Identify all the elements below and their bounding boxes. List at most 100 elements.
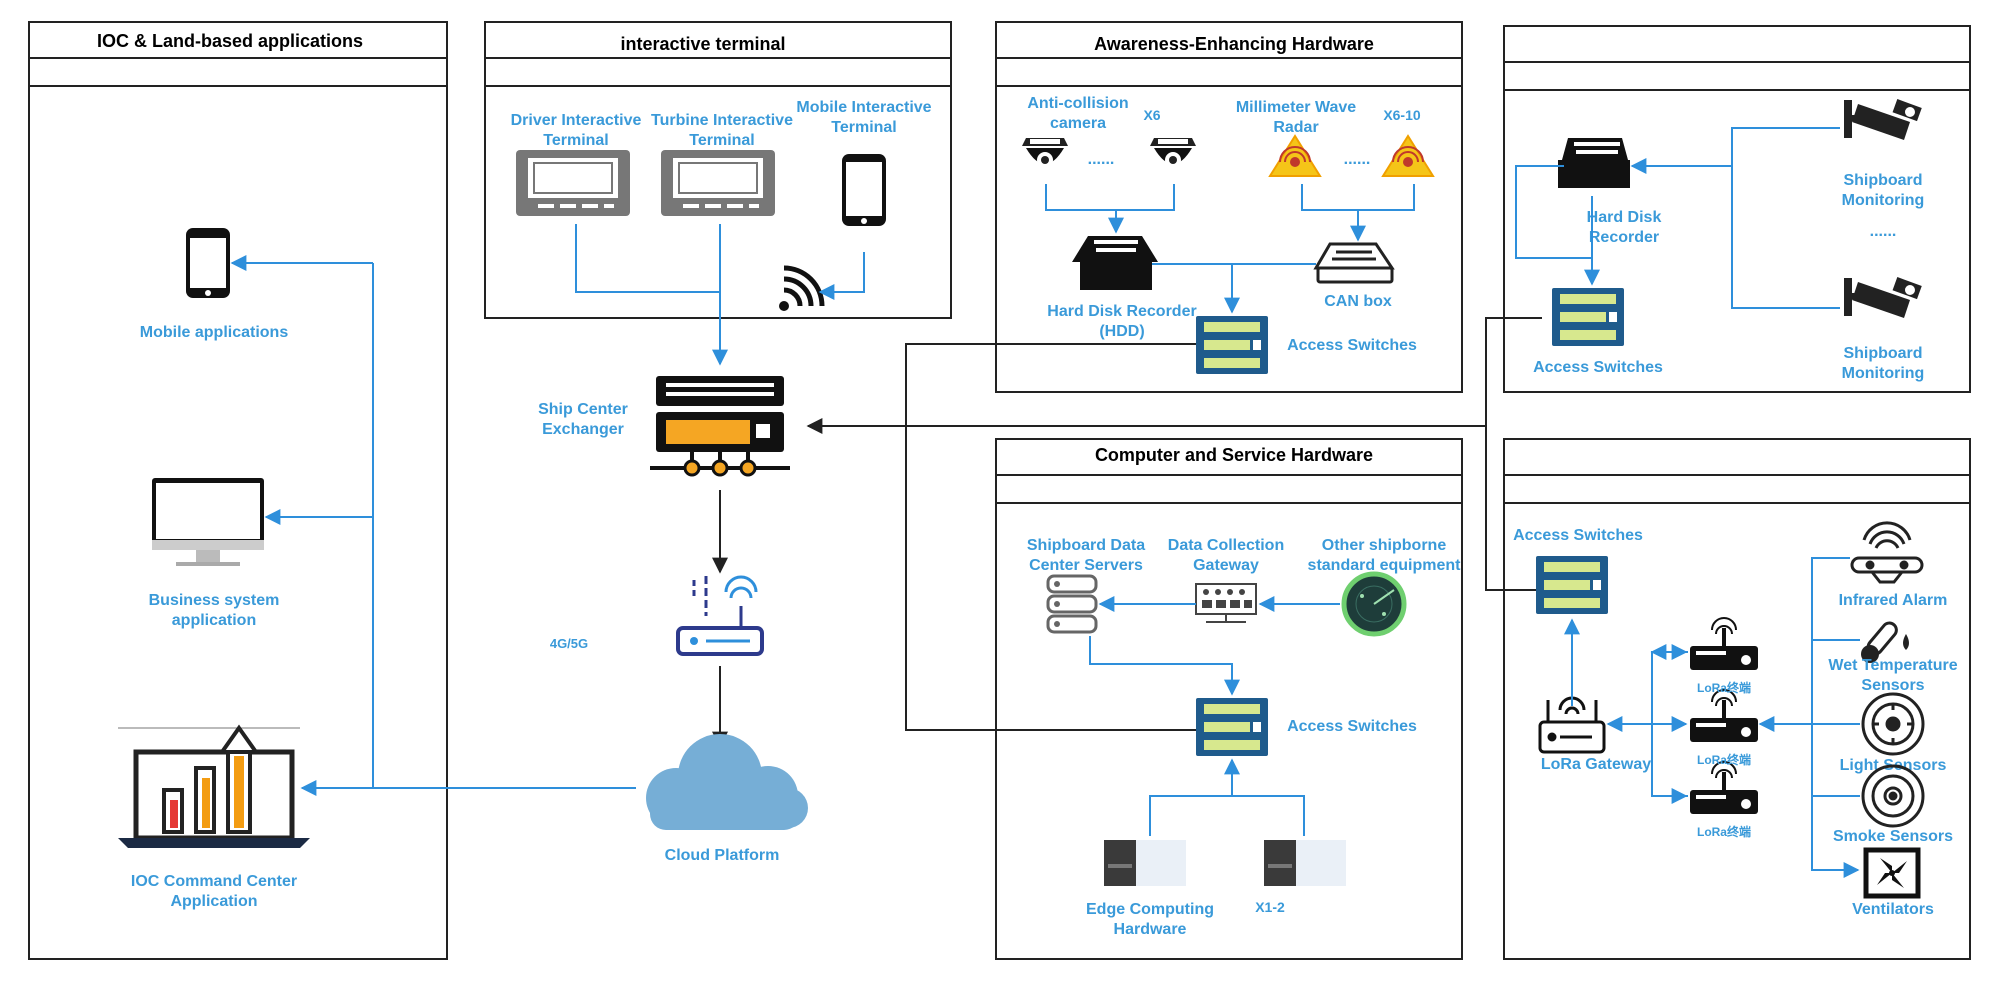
- cctv-camera-icon: [1844, 99, 1922, 140]
- dots-cameras: ......: [1088, 151, 1115, 168]
- label-ship-center-1: Ship Center: [538, 401, 628, 418]
- label-lora-gateway: LoRa Gateway: [1541, 756, 1651, 773]
- server-rack-icon: [1046, 574, 1098, 634]
- terminal-screen-icon: [660, 149, 776, 217]
- switch-icon: [1196, 316, 1268, 374]
- label-ship-mon-2: Monitoring: [1842, 192, 1925, 209]
- label-ship-mon-1b: Shipboard: [1843, 345, 1922, 362]
- radar-scope-icon: [1341, 571, 1407, 637]
- hdd-icon: [1558, 138, 1630, 188]
- label-ship-mon-1: Shipboard: [1843, 172, 1922, 189]
- label-mobile-term-2: Terminal: [831, 119, 897, 136]
- dots-radars: ......: [1344, 151, 1371, 168]
- panel-computer: Computer and Service Hardware: [995, 438, 1463, 960]
- panel-ioc: IOC & Land-based applications: [28, 21, 448, 960]
- label-edge-1: Edge Computing: [1086, 901, 1214, 918]
- lora-gateway-icon: [1538, 696, 1606, 754]
- switch-icon: [1552, 288, 1624, 346]
- lora-terminal-icon: [1689, 617, 1759, 671]
- cloud-icon: [646, 734, 808, 830]
- label-ioc-app-2: Application: [170, 893, 257, 910]
- label-x610: X6-10: [1383, 107, 1421, 123]
- panel-title-computer: Computer and Service Hardware: [1095, 445, 1373, 465]
- wifi-icon: [779, 265, 825, 311]
- ventilator-icon: [1863, 847, 1921, 899]
- light-sensor-icon: [1861, 692, 1925, 756]
- label-driver-1: Driver Interactive: [511, 112, 642, 129]
- awareness-connectors: [1045, 184, 1415, 314]
- panel-monitoring: [1503, 25, 1971, 393]
- label-mobile-term-1: Mobile Interactive: [796, 99, 931, 116]
- terminal-screen-icon: [515, 149, 631, 217]
- label-hdd-2: (HDD): [1099, 323, 1144, 340]
- panel-interactive: interactive terminal: [484, 21, 952, 319]
- infrared-alarm-icon: [1850, 521, 1924, 584]
- label-ship-center-2: Exchanger: [542, 421, 624, 438]
- dots-monitoring: ......: [1870, 223, 1897, 240]
- label-x6: X6: [1143, 107, 1160, 123]
- can-box-icon: [1313, 242, 1395, 284]
- label-x12: X1-2: [1255, 899, 1285, 915]
- computer-connectors: [1089, 596, 1340, 836]
- label-access-switches-comp: Access Switches: [1287, 718, 1417, 735]
- label-mmw-1: Millimeter Wave: [1236, 99, 1356, 116]
- label-sdc-1: Shipboard Data: [1027, 537, 1145, 554]
- sensor-connectors: [1564, 557, 1860, 878]
- switch-icon: [650, 376, 790, 477]
- label-hdd-1: Hard Disk Recorder: [1047, 303, 1196, 320]
- phone-icon: [842, 154, 886, 226]
- label-lora-term-2: LoRa终端: [1697, 752, 1751, 767]
- label-canbox: CAN box: [1324, 293, 1392, 310]
- edge-server-icon: [1264, 840, 1346, 886]
- label-access-switches-mon: Access Switches: [1533, 359, 1663, 376]
- cctv-camera-icon: [1844, 277, 1922, 318]
- monitor-icon: [152, 478, 264, 566]
- panel-title-awareness: Awareness-Enhancing Hardware: [1094, 34, 1374, 54]
- monitoring-connectors: [1515, 127, 1840, 309]
- label-business-2: application: [172, 612, 256, 629]
- label-business-1: Business system: [149, 592, 280, 609]
- switch-icon: [1196, 698, 1268, 756]
- label-smoke: Smoke Sensors: [1833, 828, 1953, 845]
- lora-terminal-icon: [1689, 689, 1759, 743]
- label-vent: Ventilators: [1852, 901, 1934, 918]
- label-driver-2: Terminal: [543, 132, 609, 149]
- label-turbine-2: Terminal: [689, 132, 755, 149]
- label-lora-term-1: LoRa终端: [1697, 680, 1751, 695]
- gateway-device-icon: [1195, 583, 1257, 623]
- label-lora-term-3: LoRa终端: [1697, 824, 1751, 839]
- edge-server-icon: [1104, 840, 1186, 886]
- backbone-connectors: [806, 317, 1542, 731]
- panel-awareness: Awareness-Enhancing Hardware: [995, 21, 1463, 393]
- dome-camera-icon: [1150, 138, 1196, 168]
- panel-title-interactive: interactive terminal: [620, 34, 785, 54]
- label-other-1: Other shipborne: [1322, 537, 1447, 554]
- label-access-switches: Access Switches: [1287, 337, 1417, 354]
- dome-camera-icon: [1022, 138, 1068, 168]
- label-turbine-1: Turbine Interactive: [651, 112, 793, 129]
- router-icon: [676, 575, 764, 656]
- smoke-sensor-icon: [1861, 764, 1925, 828]
- label-hd-rec-2: Recorder: [1589, 229, 1659, 246]
- chart-laptop-icon: [118, 724, 310, 848]
- label-anti-2: camera: [1050, 115, 1106, 132]
- radar-warning-icon: [1269, 135, 1321, 177]
- label-hd-rec-1: Hard Disk: [1587, 209, 1662, 226]
- label-4g5g: 4G/5G: [550, 636, 588, 651]
- label-mmw-2: Radar: [1273, 119, 1318, 136]
- label-ship-mon-2b: Monitoring: [1842, 365, 1925, 382]
- label-cloud: Cloud Platform: [665, 847, 780, 864]
- panel-title-ioc: IOC & Land-based applications: [97, 31, 363, 51]
- label-dcg-2: Gateway: [1193, 557, 1259, 574]
- hdd-icon: [1072, 236, 1158, 290]
- label-other-2: standard equipment: [1308, 557, 1462, 574]
- lora-terminal-icon: [1689, 761, 1759, 815]
- ioc-connectors: [230, 255, 636, 796]
- label-ioc-app-1: IOC Command Center: [131, 873, 297, 890]
- radar-warning-icon: [1382, 135, 1434, 177]
- label-mobile-apps: Mobile applications: [140, 324, 289, 341]
- label-anti-1: Anti-collision: [1027, 95, 1128, 112]
- label-infrared: Infrared Alarm: [1839, 592, 1948, 609]
- switch-icon: [1536, 556, 1608, 614]
